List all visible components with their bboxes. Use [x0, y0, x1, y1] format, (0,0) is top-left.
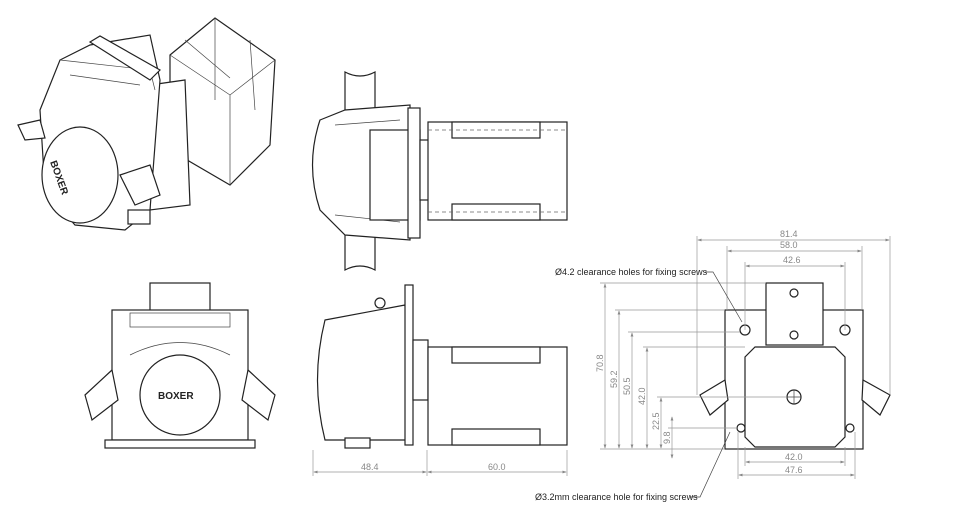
end-view: 81.4 58.0 42.6 70.8 59.2 50.5 42.0 22.5 …: [535, 229, 891, 502]
side-view-top: [311, 71, 568, 271]
dim-hole-height: 9.8: [662, 431, 672, 444]
front-view: BOXER: [84, 282, 276, 449]
isometric-view: BOXER: [17, 17, 276, 231]
dim-motor-length: 60.0: [488, 462, 506, 472]
dim-hole-spacing-bottom: 47.6: [785, 465, 803, 475]
dim-head-length: 48.4: [361, 462, 379, 472]
dim-shaft-height: 22.5: [651, 412, 661, 430]
dim-motor-width: 42.0: [785, 452, 803, 462]
adjuster-knob: [127, 209, 151, 225]
note-clearance-hole: Ø3.2mm clearance hole for fixing screws: [535, 492, 698, 502]
dim-overall-width: 81.4: [780, 229, 798, 239]
dim-hole-spacing-top: 42.6: [783, 255, 801, 265]
dim-bracket-width: 58.0: [780, 240, 798, 250]
dim-height-50: 50.5: [622, 377, 632, 395]
dim-overall-height: 70.8: [595, 354, 605, 372]
dim-height-42: 42.0: [637, 387, 647, 405]
brand-logo-front: BOXER: [158, 391, 194, 402]
dim-height-59: 59.2: [609, 370, 619, 388]
side-view-bottom: 48.4 60.0: [312, 284, 568, 476]
adjuster-knob-side: [344, 437, 371, 449]
rotor-cover: [41, 126, 119, 224]
rotor-cover-front: [139, 354, 221, 436]
note-clearance-holes: Ø4.2 clearance holes for fixing screws: [555, 267, 708, 277]
